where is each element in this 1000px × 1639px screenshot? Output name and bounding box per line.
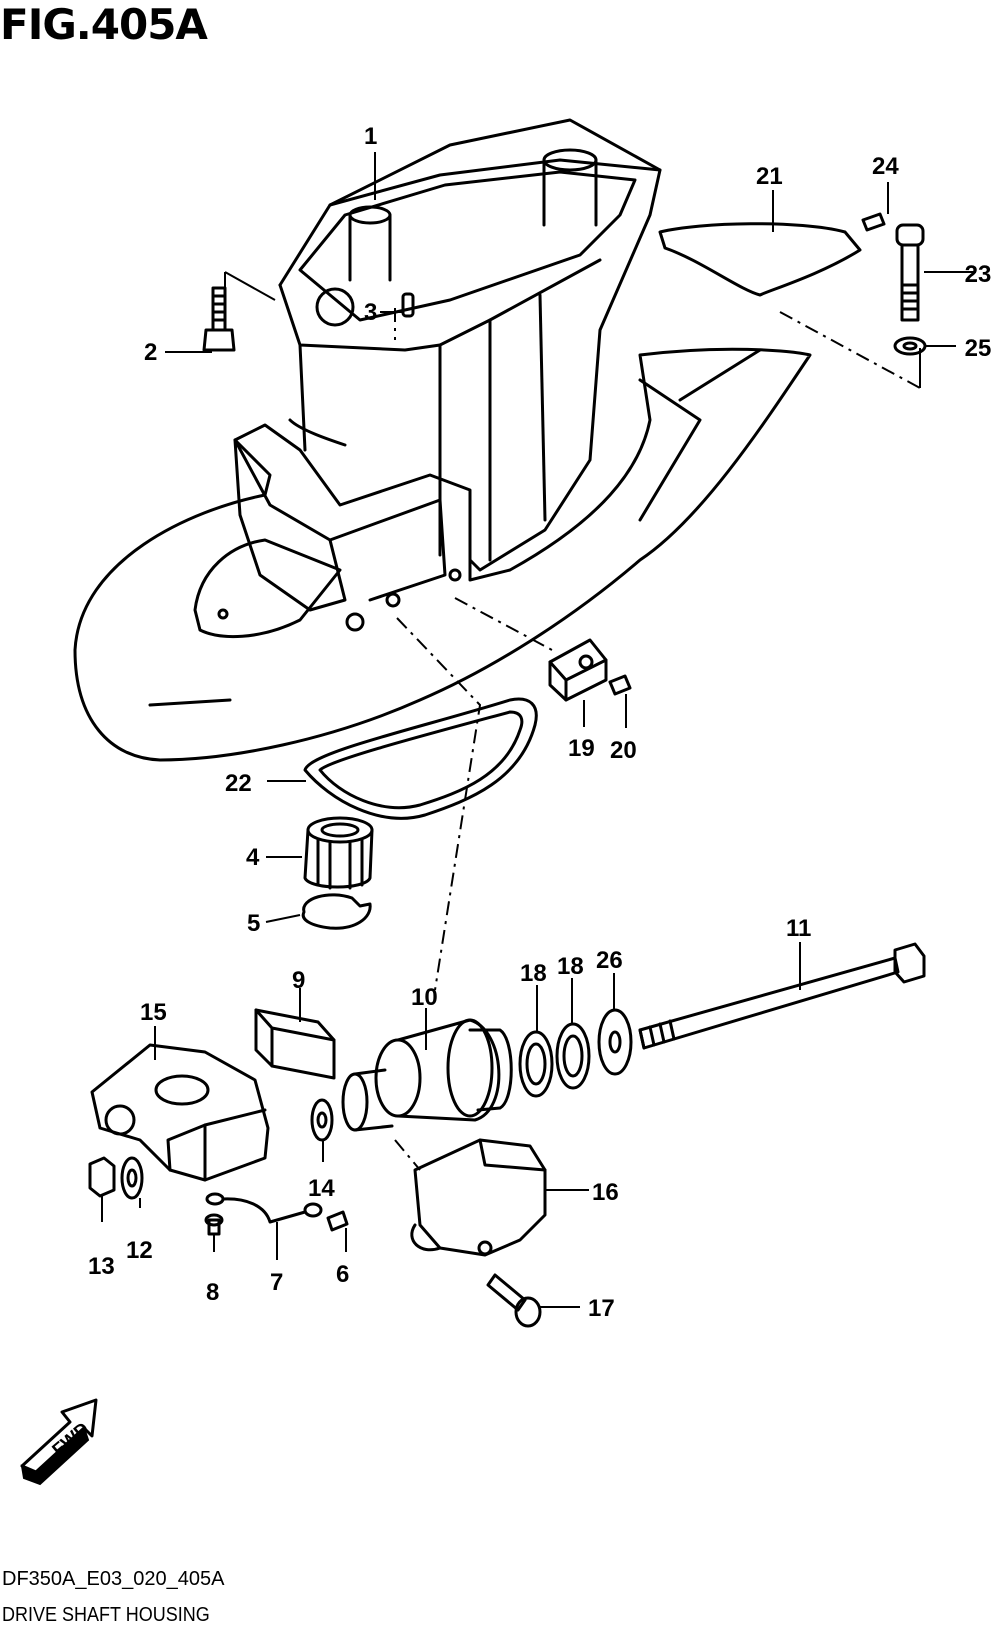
part-15-mount-bracket [90,1043,270,1182]
callout-15: 15 [140,999,167,1026]
part-24-screw [861,212,886,232]
callout-13: 13 [88,1253,115,1280]
part-18-washer-b [555,1022,591,1090]
callout-3: 3 [364,299,377,326]
callout-16: 16 [592,1179,619,1206]
part-10-mount-rubber [341,1018,513,1132]
callout-1: 1 [364,123,377,150]
part-8-screw [204,1213,224,1236]
part-25-washer [893,336,927,356]
callout-6: 6 [336,1261,349,1288]
callout-5: 5 [247,910,260,937]
part-2-bolt [202,286,236,352]
part-14-washer [310,1098,334,1142]
part-11-through-bolt [638,942,926,1050]
part-3-dowel-pin [401,292,415,318]
callout-19: 19 [568,735,595,762]
figure-title: FIG.405A [0,0,208,49]
callout-25: 25 [965,335,992,362]
callout-4: 4 [246,844,260,871]
callout-7: 7 [270,1269,283,1296]
leader-lines [101,152,976,1308]
part-1-drive-shaft-housing [73,118,812,762]
callout-10: 10 [411,984,438,1011]
part-13-nut [88,1156,116,1198]
drawing-code: DF350A_E03_020_405A [2,1568,225,1590]
part-22-seal [303,697,538,820]
part-6-screw [326,1210,349,1232]
callout-11: 11 [786,915,811,942]
part-17-bolt [486,1273,542,1328]
callout-12: 12 [126,1237,153,1264]
part-19-stopper [548,638,608,702]
callout-9: 9 [292,967,305,994]
assembly-lines [394,308,921,1171]
callout-8: 8 [206,1279,219,1306]
callout-14: 14 [308,1175,335,1202]
callout-18b: 18 [557,953,584,980]
part-26-washer [597,1008,633,1076]
part-7-ground-wire [205,1192,323,1224]
part-21-cover [658,222,862,297]
part-20-bolt [608,674,632,696]
callout-23: 23 [965,261,992,288]
callout-18a: 18 [520,960,547,987]
part-12-washer [120,1156,144,1200]
callout-labels: 1 2 3 4 5 6 7 8 9 10 11 12 13 14 15 16 1… [88,123,991,1322]
part-16-mount-cover [410,1138,547,1257]
callout-21: 21 [756,163,783,190]
part-5-circlip [301,893,372,930]
callout-2: 2 [144,339,157,366]
part-18-washer-a [518,1030,554,1098]
drawing-name: DRIVE SHAFT HOUSING [2,1604,210,1626]
part-4-bushing [303,816,374,890]
callout-22: 22 [225,770,252,797]
callout-26: 26 [596,947,623,974]
callout-24: 24 [872,153,899,180]
part-9-rubber-pad [254,1008,336,1080]
callout-17: 17 [588,1295,615,1322]
callout-20: 20 [610,737,637,764]
part-23-bolt [895,223,925,322]
fwd-arrow-icon: FWD [20,1398,98,1486]
